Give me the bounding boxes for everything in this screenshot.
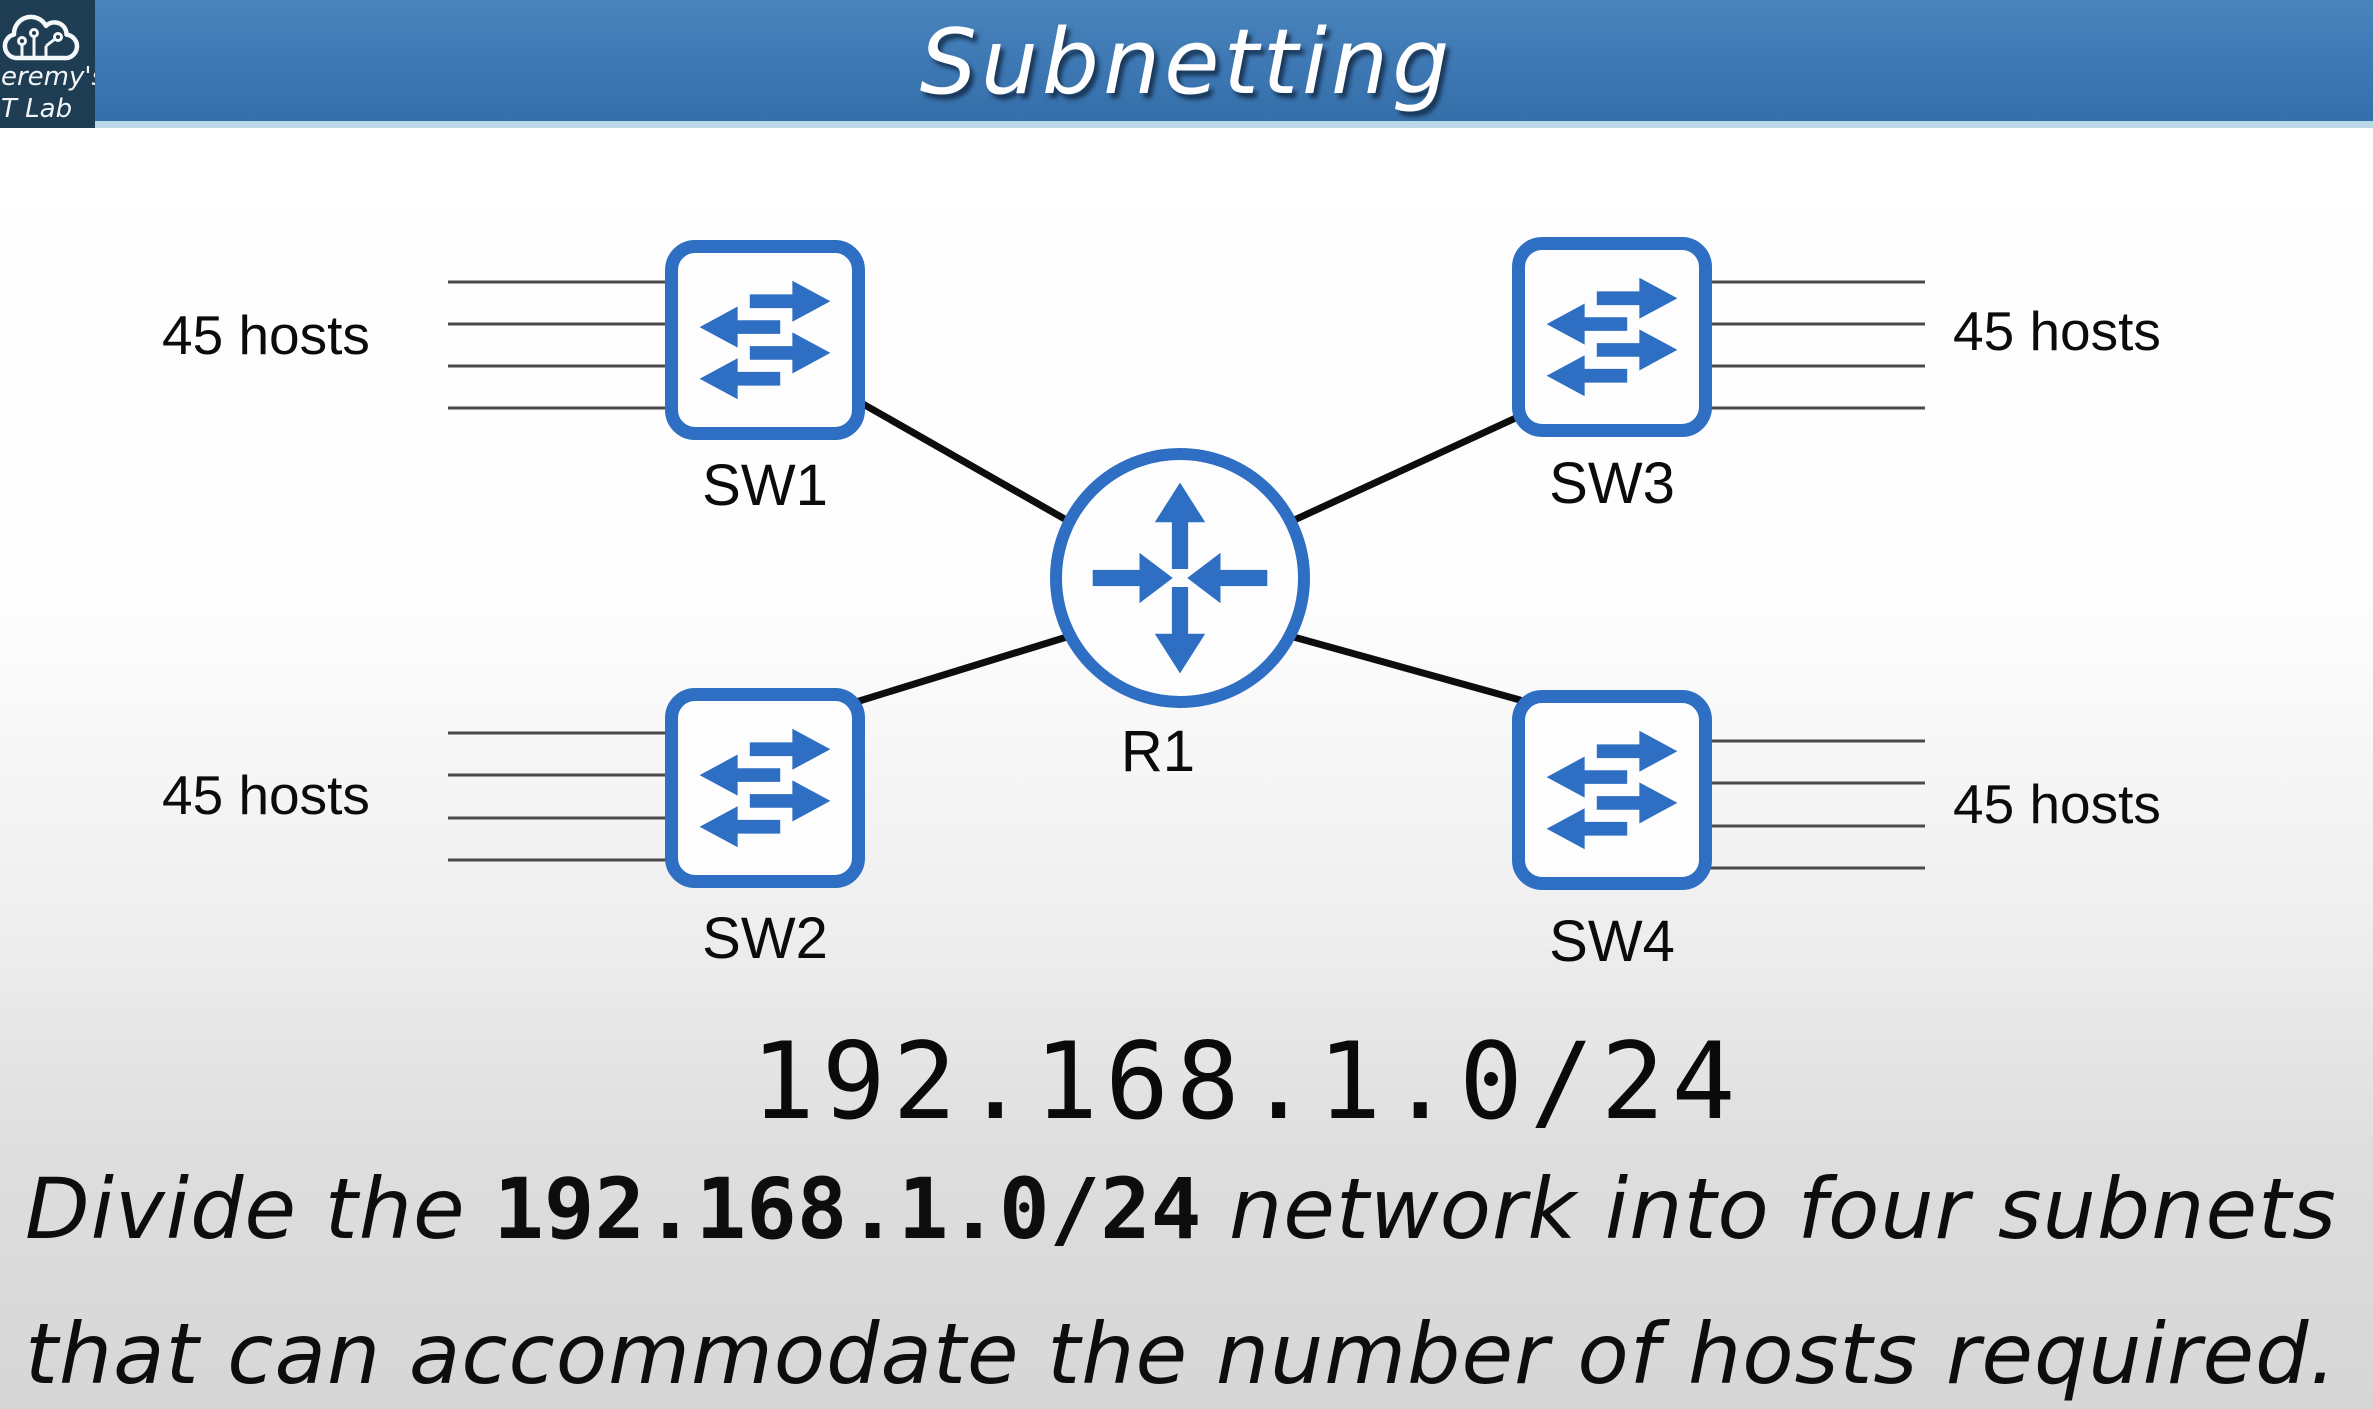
- cloud-circuit-icon: [2, 14, 80, 61]
- switch-icon: [1546, 277, 1678, 397]
- switch-label-sw2: SW2: [702, 906, 828, 971]
- switch-label-sw4: SW4: [1549, 909, 1675, 974]
- link-sw4-r1: [1286, 632, 1524, 704]
- task-text-post: network into four subnets: [1201, 1160, 2337, 1258]
- switch-icon: [699, 728, 831, 848]
- switch-sw3: [1512, 237, 1712, 437]
- switch-label-sw1: SW1: [702, 453, 828, 518]
- link-sw1-r1: [852, 396, 1074, 526]
- host-lines-sw1: [448, 280, 668, 410]
- switch-sw2: [665, 688, 865, 888]
- host-lines-sw3: [1708, 280, 1925, 410]
- page-title: Subnetting: [919, 10, 1454, 115]
- router-links: [852, 396, 1524, 706]
- host-lines-sw4: [1708, 739, 1925, 870]
- header-bar: [0, 0, 2373, 121]
- link-sw3-r1: [1286, 412, 1524, 526]
- hosts-count-label-sw2: 45 hosts: [162, 764, 370, 826]
- hosts-count-label-sw4: 45 hosts: [1953, 773, 2161, 835]
- link-sw2-r1: [852, 632, 1074, 706]
- hosts-count-label-sw1: 45 hosts: [162, 304, 370, 366]
- task-text-line1: Divide the 192.168.1.0/24 network into f…: [25, 1160, 2337, 1258]
- host-lines-sw2: [448, 731, 668, 862]
- switch-label-sw3: SW3: [1549, 451, 1675, 516]
- network-address: 192.168.1.0/24: [751, 1020, 1743, 1143]
- logo-text-line2: T Lab: [1, 94, 73, 124]
- task-text-pre: Divide the: [25, 1160, 494, 1258]
- router-r1: [1050, 448, 1310, 708]
- header-bottom-strip: [0, 121, 2373, 128]
- switch-sw1: [665, 240, 865, 440]
- switch-icon: [1546, 730, 1678, 850]
- logo-text-line1: eremy's: [1, 62, 95, 92]
- channel-logo: eremy's T Lab: [0, 0, 95, 128]
- switch-icon: [699, 280, 831, 400]
- hosts-count-label-sw3: 45 hosts: [1953, 300, 2161, 362]
- task-network-address: 192.168.1.0/24: [493, 1160, 1202, 1258]
- router-icon: [1092, 482, 1268, 674]
- switch-sw4: [1512, 690, 1712, 890]
- task-text-line2: that can accommodate the number of hosts…: [25, 1305, 2338, 1403]
- router-label-r1: R1: [1120, 719, 1196, 784]
